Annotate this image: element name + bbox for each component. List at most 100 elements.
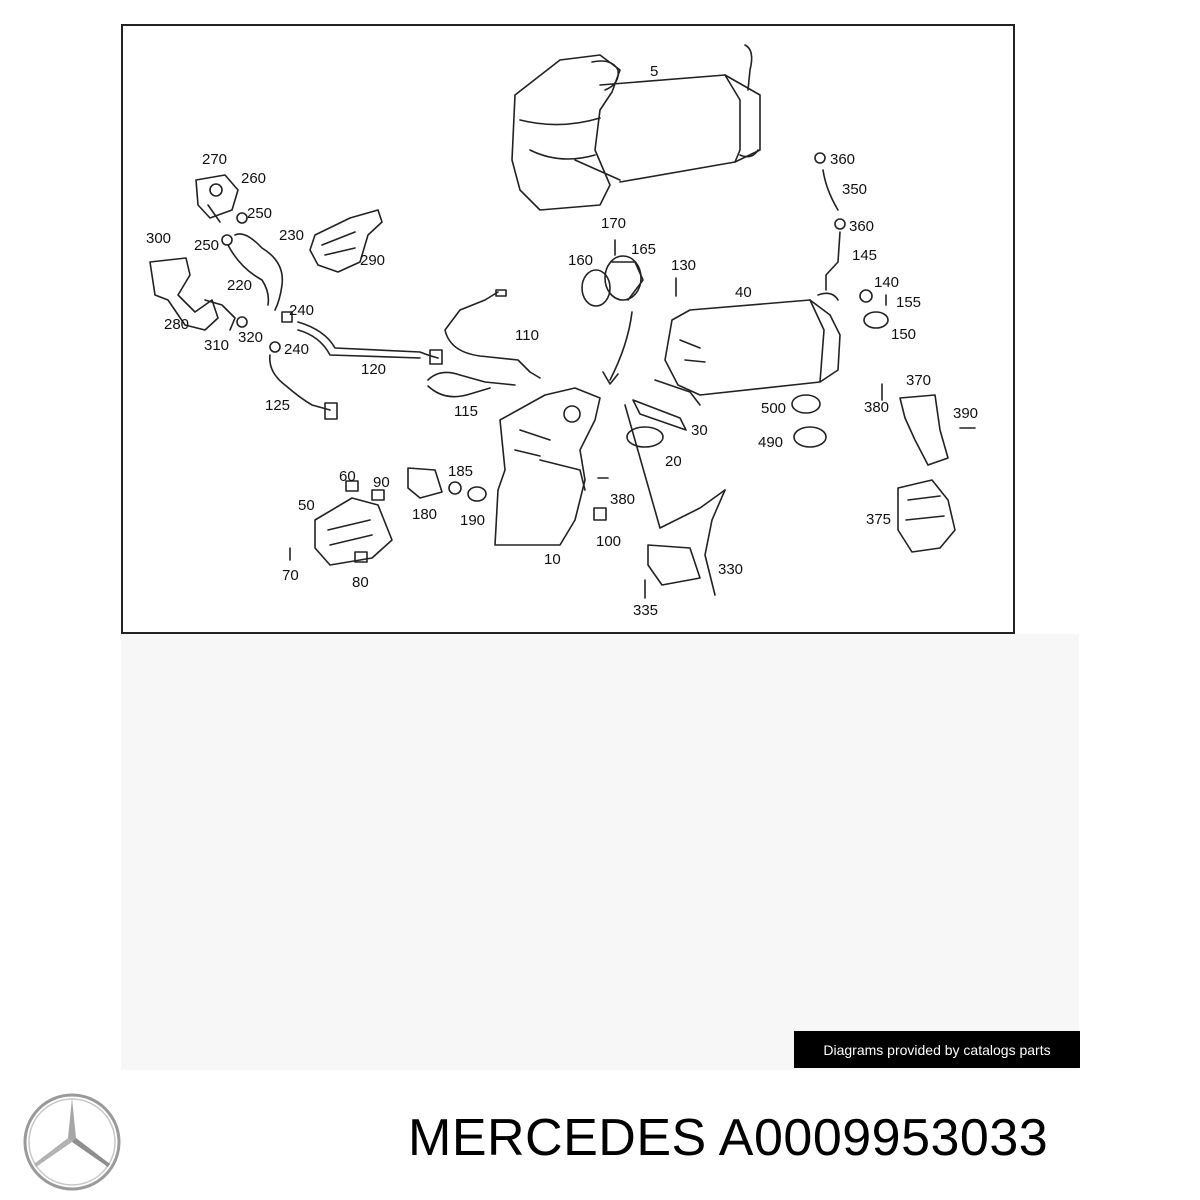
callout-5: 5 [650, 63, 659, 80]
part-number: A0009953033 [718, 1109, 1049, 1167]
callout-290: 290 [360, 252, 386, 269]
ring-240b [269, 341, 281, 353]
callout-130: 130 [671, 257, 697, 274]
ring-360a [814, 152, 826, 164]
callout-250-lower: 250 [194, 237, 220, 254]
clamp-190 [467, 486, 487, 502]
pipe-120-inner [297, 329, 421, 359]
clip-60 [345, 480, 359, 492]
callout-120: 120 [361, 361, 387, 378]
clamp-165-band [611, 261, 644, 301]
callout-90: 90 [373, 474, 390, 491]
callout-160: 160 [568, 252, 594, 269]
callout-80: 80 [352, 574, 369, 591]
ring-250b [221, 234, 233, 246]
clip-240a [281, 311, 293, 323]
callout-170: 170 [601, 215, 627, 232]
module-330 [647, 544, 701, 586]
part-title: MERCEDES A0009953033 [408, 1112, 1048, 1164]
shield-290-ribs [321, 231, 356, 256]
converter-5 [511, 44, 761, 211]
ring-360b [834, 218, 846, 230]
callout-20: 20 [665, 453, 682, 470]
callout-190: 190 [460, 512, 486, 529]
brand-name: MERCEDES [408, 1109, 707, 1167]
gasket-500 [791, 394, 821, 414]
callout-150: 150 [891, 326, 917, 343]
bracket-260 [195, 174, 239, 223]
gasket-160 [581, 269, 611, 307]
bracket-370 [899, 394, 949, 466]
callout-490: 490 [758, 434, 784, 451]
clip-90 [371, 489, 385, 501]
sensor-115 [427, 371, 516, 386]
callout-165: 165 [631, 241, 657, 258]
callout-330: 330 [718, 561, 744, 578]
clamp-150 [863, 311, 889, 329]
parts-diagram: 5 270 260 250 300 250 230 290 220 240 28… [121, 24, 1015, 634]
callout-125: 125 [265, 397, 291, 414]
callout-360-upper: 360 [830, 151, 856, 168]
clamp-490 [793, 426, 827, 448]
bracket-310 [204, 299, 236, 331]
assembly-arrow [609, 311, 633, 381]
callout-260: 260 [241, 170, 267, 187]
callout-500: 500 [761, 400, 787, 417]
callout-140: 140 [874, 274, 900, 291]
callout-60: 60 [339, 468, 356, 485]
hose-350 [822, 169, 839, 211]
hose-230 [234, 233, 284, 311]
diagram-drawing [149, 44, 976, 599]
ring-185 [448, 481, 462, 495]
pipe-120-nut [429, 349, 443, 365]
callout-380-lower: 380 [610, 491, 636, 508]
pipe-125 [268, 354, 331, 411]
module-330-cable [704, 489, 726, 596]
shield-50 [314, 497, 393, 566]
bracket-280 [149, 257, 219, 331]
actuator-375 [897, 479, 956, 553]
pipe-145 [825, 231, 841, 291]
callout-230: 230 [279, 227, 305, 244]
sensor-110 [444, 291, 541, 379]
callout-240-lower: 240 [284, 341, 310, 358]
callout-30: 30 [691, 422, 708, 439]
background-panel [121, 634, 1079, 1070]
callout-240-upper: 240 [289, 302, 315, 319]
fitting-180 [407, 467, 443, 499]
sensor-110-tip [495, 289, 507, 297]
callout-155: 155 [896, 294, 922, 311]
assembly-arrow-head [602, 371, 619, 385]
callout-380-right: 380 [864, 399, 890, 416]
sensor-115-lead [427, 385, 491, 398]
callout-115: 115 [454, 403, 478, 420]
credit-badge: Diagrams provided by catalogs parts [794, 1031, 1080, 1068]
callout-10: 10 [544, 551, 561, 568]
callout-220: 220 [227, 277, 253, 294]
ring-250a [236, 212, 248, 224]
callout-145: 145 [852, 247, 878, 264]
ring-320 [236, 316, 248, 328]
clamp-165 [604, 255, 642, 301]
gasket-20 [626, 426, 664, 448]
callout-320: 320 [238, 329, 264, 346]
callout-350: 350 [842, 181, 868, 198]
callout-390: 390 [953, 405, 979, 422]
shield-290 [309, 209, 383, 273]
callout-360-lower: 360 [849, 218, 875, 235]
shield-50-ribs [327, 519, 373, 546]
callout-40: 40 [735, 284, 752, 301]
pipe-125-nut [324, 402, 338, 420]
callout-370: 370 [906, 372, 932, 389]
nut-80 [354, 551, 368, 563]
callout-100: 100 [596, 533, 622, 550]
mercedes-star-logo [23, 1093, 121, 1191]
callout-270: 270 [202, 151, 228, 168]
callout-110: 110 [515, 327, 539, 344]
pipe-120 [297, 321, 439, 359]
clamp-30 [632, 399, 687, 431]
callout-300: 300 [146, 230, 172, 247]
callout-70: 70 [282, 567, 299, 584]
ring-140 [859, 289, 873, 303]
callout-375: 375 [866, 511, 892, 528]
